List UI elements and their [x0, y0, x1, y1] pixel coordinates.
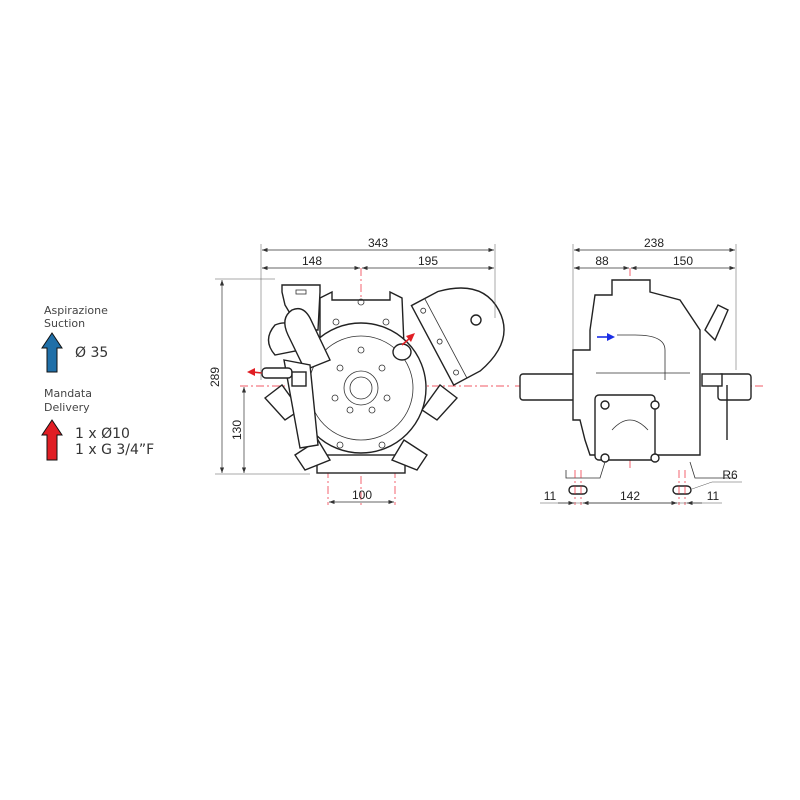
dim-slot-spacing: 142 — [620, 489, 640, 503]
pump-body-front — [261, 284, 505, 474]
side-view: 238 88 150 11 142 11 R6 — [515, 236, 765, 506]
delivery-value-1: 1 x Ø10 — [75, 426, 130, 442]
dim-axis-height: 130 — [230, 420, 244, 440]
suction-arrow-icon — [41, 332, 63, 373]
suction-label-it: Aspirazione — [44, 304, 108, 317]
mounting-slot-left — [568, 485, 588, 495]
dim-slot-radius: R6 — [722, 468, 738, 482]
dim-slot-left: 11 — [544, 489, 557, 503]
delivery-label-en: Delivery — [44, 401, 90, 414]
delivery-label-it: Mandata — [44, 387, 92, 400]
dim-slot-right: 11 — [707, 489, 720, 503]
mounting-slot-right — [672, 485, 692, 495]
suction-inlet-arrow-icon — [597, 333, 615, 341]
delivery-outlet-arrow-icon — [247, 368, 263, 376]
dim-base-width: 100 — [352, 488, 372, 502]
suction-diameter: Ø 35 — [75, 345, 108, 361]
dim-side-left-width: 88 — [595, 254, 609, 268]
dim-side-right-width: 150 — [673, 254, 693, 268]
delivery-arrow-icon — [41, 419, 63, 461]
front-view: 343 148 195 289 130 100 — [208, 236, 510, 505]
dim-right-width: 195 — [418, 254, 438, 268]
dim-left-width: 148 — [302, 254, 322, 268]
legend: Aspirazione Suction Ø 35 Mandata Deliver… — [41, 304, 154, 461]
pump-body-side — [519, 279, 752, 505]
delivery-value-2: 1 x G 3/4”F — [75, 442, 154, 458]
dim-overall-height: 289 — [208, 367, 222, 387]
delivery-outlet-arrow-2-icon — [401, 333, 415, 346]
dim-side-overall-width: 238 — [644, 236, 664, 250]
suction-label-en: Suction — [44, 317, 85, 330]
dim-overall-width: 343 — [368, 236, 388, 250]
